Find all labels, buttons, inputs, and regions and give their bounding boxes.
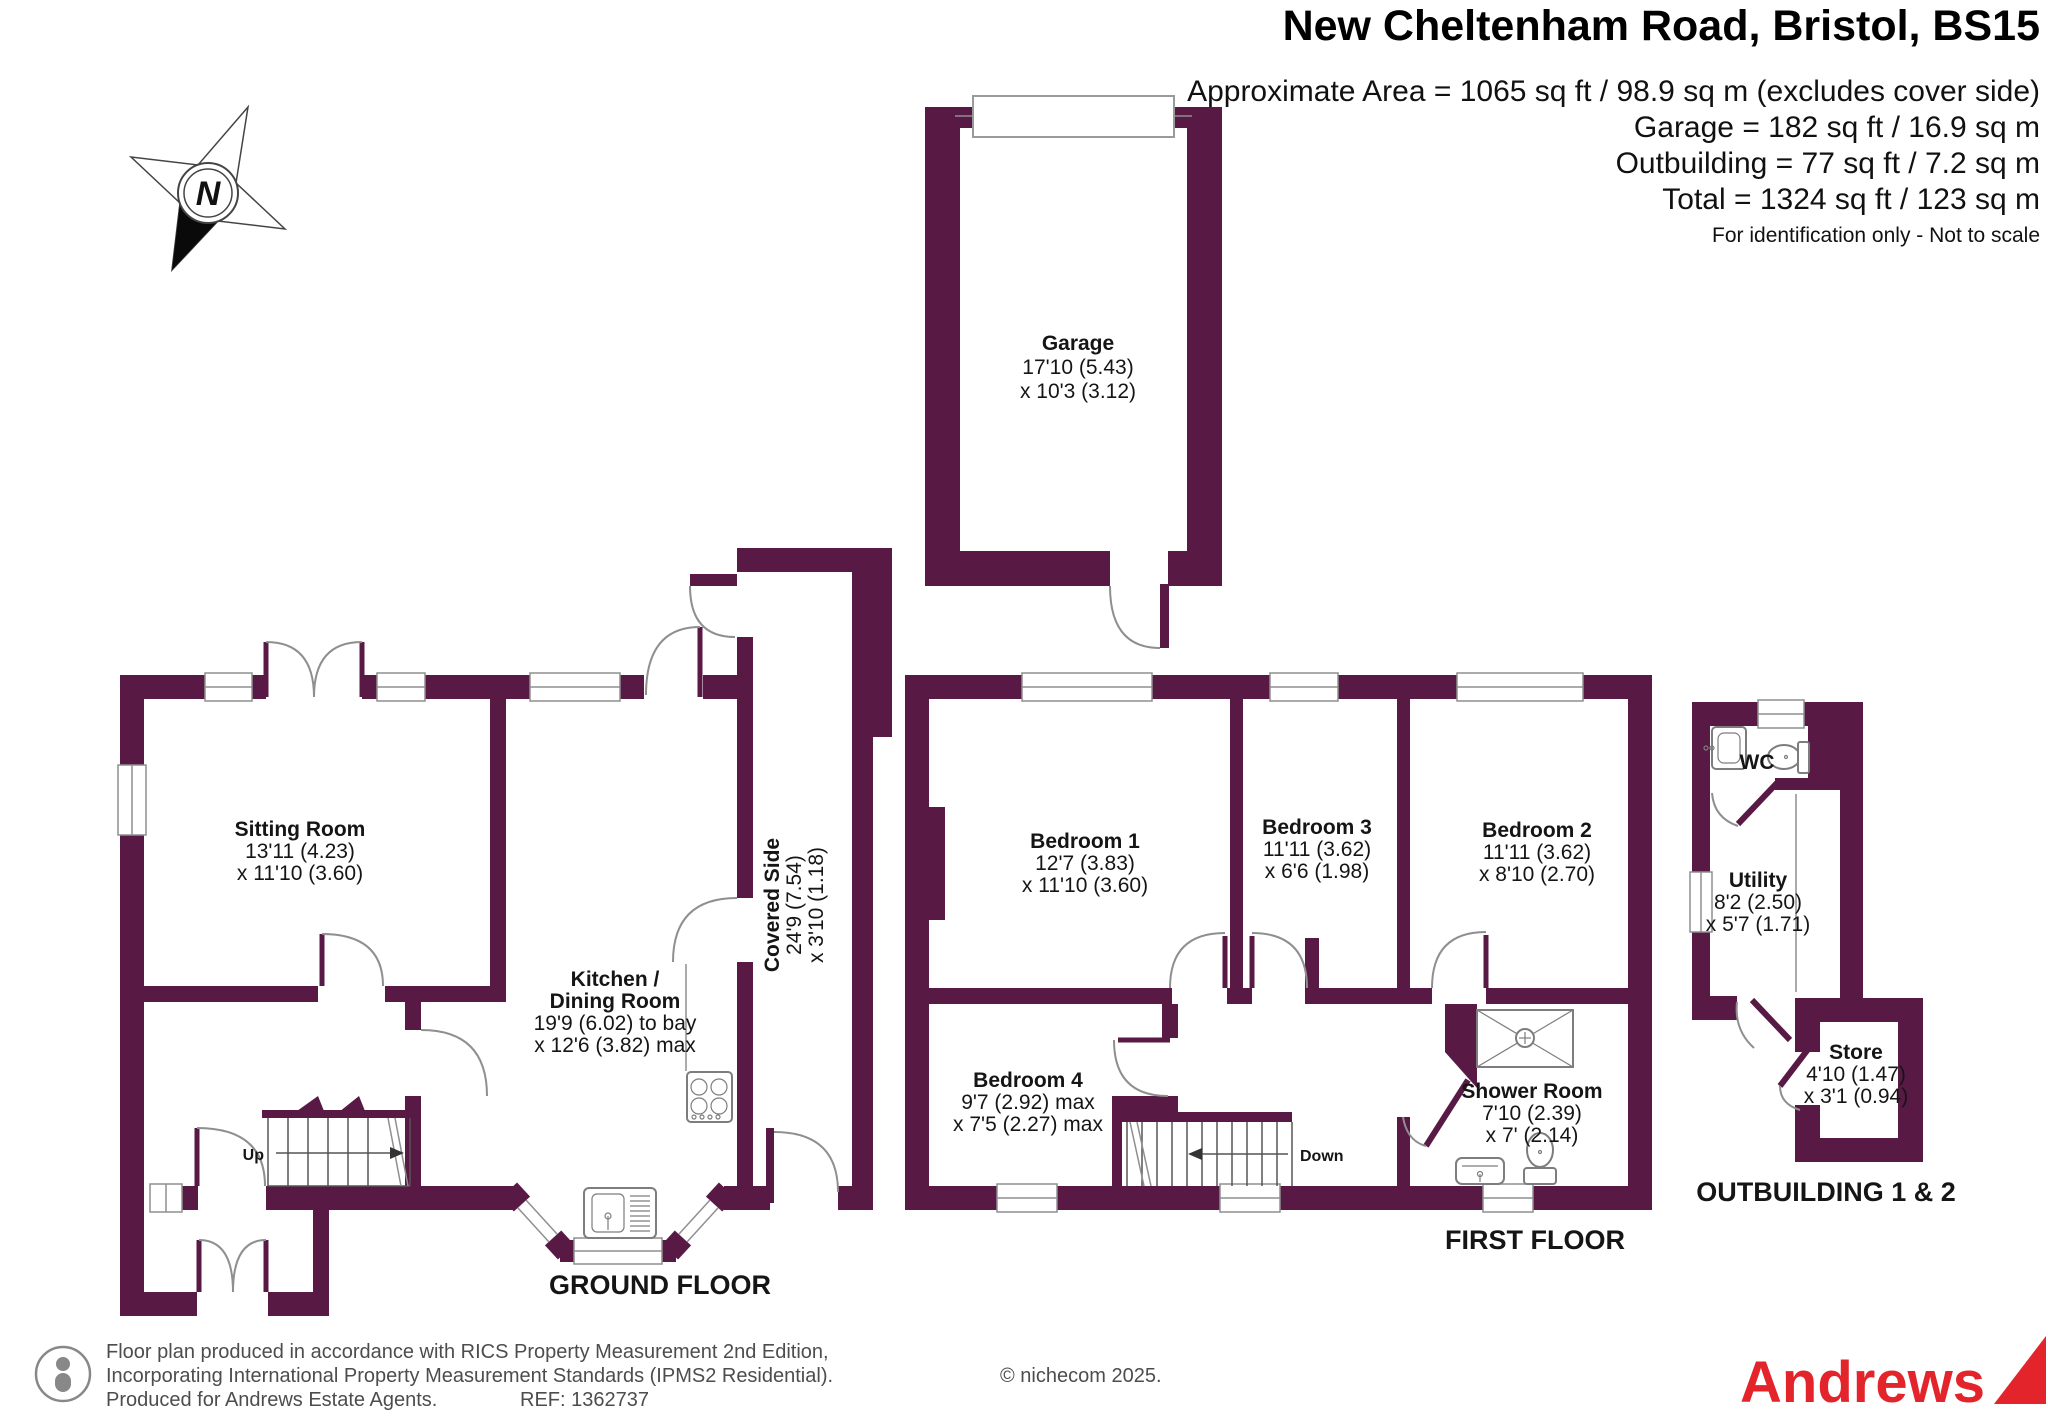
bedroom3-dim2: x 6'6 (1.98) [1265, 860, 1369, 883]
store-dim2: x 3'1 (0.94) [1804, 1085, 1908, 1108]
garage-dim2: x 10'3 (3.12) [1020, 380, 1136, 403]
garage-plan: Garage 17'10 (5.43) x 10'3 (3.12) [925, 95, 1222, 649]
shower-room-label: Shower Room [1461, 1080, 1602, 1103]
garage-door-icon [955, 95, 1192, 138]
store-label: Store [1829, 1041, 1883, 1064]
bedroom2-dim2: x 8'10 (2.70) [1479, 863, 1595, 886]
kitchen-label-1: Kitchen / [571, 968, 660, 991]
hob-icon [686, 1071, 733, 1123]
covered-side-dim1: 24'9 (7.54) [783, 855, 806, 955]
stairs-down-label: Down [1300, 1148, 1344, 1165]
outbuilding-title: OUTBUILDING 1 & 2 [1696, 1177, 1956, 1207]
wc-label: WC [1740, 751, 1775, 774]
ground-floor-doors [194, 585, 839, 1293]
andrews-logo-mark [1994, 1336, 2046, 1404]
bedroom2-label: Bedroom 2 [1482, 819, 1592, 842]
kitchen-dim2: x 12'6 (3.82) max [534, 1034, 696, 1057]
first-floor-doors [1113, 931, 1489, 1148]
bedroom3-dim1: 11'11 (3.62) [1263, 838, 1371, 861]
utility-dim2: x 5'7 (1.71) [1706, 913, 1810, 936]
ground-floor-plan: Up [117, 548, 892, 1316]
garage-label: Garage [1042, 332, 1114, 355]
wc-toilet-icon [1767, 741, 1810, 774]
area-line-2: Garage = 182 sq ft / 16.9 sq m [1634, 111, 2040, 144]
ground-floor-title: GROUND FLOOR [549, 1270, 771, 1300]
ground-floor-walls [120, 548, 892, 1316]
compass-north-label: N [196, 175, 222, 213]
kitchen-dim1: 19'9 (6.02) to bay [534, 1012, 697, 1035]
first-floor-windows [996, 672, 1584, 1213]
wc-fixtures [1703, 726, 1810, 774]
up-arrow-icon [390, 1147, 404, 1159]
person-icon [34, 1345, 92, 1403]
sitting-room-dim2: x 11'10 (3.60) [237, 862, 363, 885]
store-dim1: 4'10 (1.47) [1806, 1063, 1906, 1086]
ground-floor-windows [117, 672, 621, 1213]
sink-icon [583, 1187, 657, 1239]
kitchen-label-2: Dining Room [550, 990, 681, 1013]
outbuilding-doors [1711, 780, 1815, 1111]
garage-door-arc [1109, 585, 1161, 649]
bedroom3-label: Bedroom 3 [1262, 816, 1372, 839]
toilet-icon [1523, 1132, 1557, 1185]
shower-tray-icon [1476, 1009, 1574, 1068]
outbuilding-plan: WC Utility 8'2 (2.50) x 5'7 (1.71) Store… [1689, 699, 1956, 1207]
down-arrow-icon [1188, 1148, 1202, 1160]
bedroom1-dim2: x 11'10 (3.60) [1022, 874, 1148, 897]
shower-room-fixtures [1455, 1009, 1574, 1185]
area-line-4: Total = 1324 sq ft / 123 sq m [1662, 183, 2040, 216]
garage-dim1: 17'10 (5.43) [1022, 356, 1133, 379]
utility-label: Utility [1729, 869, 1788, 892]
bedroom1-dim1: 12'7 (3.83) [1035, 852, 1135, 875]
disclaimer: For identification only - Not to scale [1712, 224, 2040, 247]
covered-side-label: Covered Side [761, 838, 784, 972]
sitting-room-label: Sitting Room [235, 818, 366, 841]
stairs-up: Up [243, 1117, 411, 1187]
sitting-room-dim1: 13'11 (4.23) [245, 840, 355, 863]
andrews-logo-text: Andrews [1740, 1350, 1985, 1415]
bedroom4-dim2: x 7'5 (2.27) max [953, 1113, 1103, 1136]
bay-window [500, 1182, 736, 1265]
shower-room-dim2: x 7' (2.14) [1486, 1124, 1579, 1147]
bedroom4-dim1: 9'7 (2.92) max [961, 1091, 1095, 1114]
stairs-down: Down [1126, 1121, 1344, 1187]
bedroom4-label: Bedroom 4 [973, 1069, 1083, 1092]
shower-room-dim1: 7'10 (2.39) [1482, 1102, 1582, 1125]
footer-line-3: Produced for Andrews Estate Agents. [106, 1389, 437, 1411]
compass-icon: N [128, 104, 288, 273]
first-floor-title: FIRST FLOOR [1445, 1225, 1625, 1255]
footer-line-1: Floor plan produced in accordance with R… [106, 1341, 829, 1363]
first-floor-plan: Down Bedro [905, 672, 1652, 1255]
andrews-logo: Andrews [1740, 1336, 2046, 1415]
footer-ref: REF: 1362737 [520, 1389, 649, 1411]
utility-dim1: 8'2 (2.50) [1714, 891, 1802, 914]
footer-copyright: © nichecom 2025. [1000, 1365, 1162, 1387]
outbuilding-windows [1689, 699, 1805, 933]
page-title: New Cheltenham Road, Bristol, BS15 [1283, 2, 2040, 50]
header: New Cheltenham Road, Bristol, BS15 Appro… [1187, 2, 2040, 247]
bedroom2-dim1: 11'11 (3.62) [1483, 841, 1591, 864]
area-line-3: Outbuilding = 77 sq ft / 7.2 sq m [1616, 147, 2040, 180]
kitchen-fixtures [583, 964, 733, 1239]
stairs-up-label: Up [243, 1147, 265, 1164]
footer-line-2: Incorporating International Property Mea… [106, 1365, 833, 1387]
bedroom1-label: Bedroom 1 [1030, 830, 1140, 853]
footer: Floor plan produced in accordance with R… [34, 1336, 2046, 1415]
wc-basin-icon [1703, 726, 1747, 770]
basin-icon [1455, 1157, 1505, 1185]
area-line-1: Approximate Area = 1065 sq ft / 98.9 sq … [1187, 75, 2040, 108]
covered-side-dim2: x 3'10 (1.18) [805, 847, 828, 963]
